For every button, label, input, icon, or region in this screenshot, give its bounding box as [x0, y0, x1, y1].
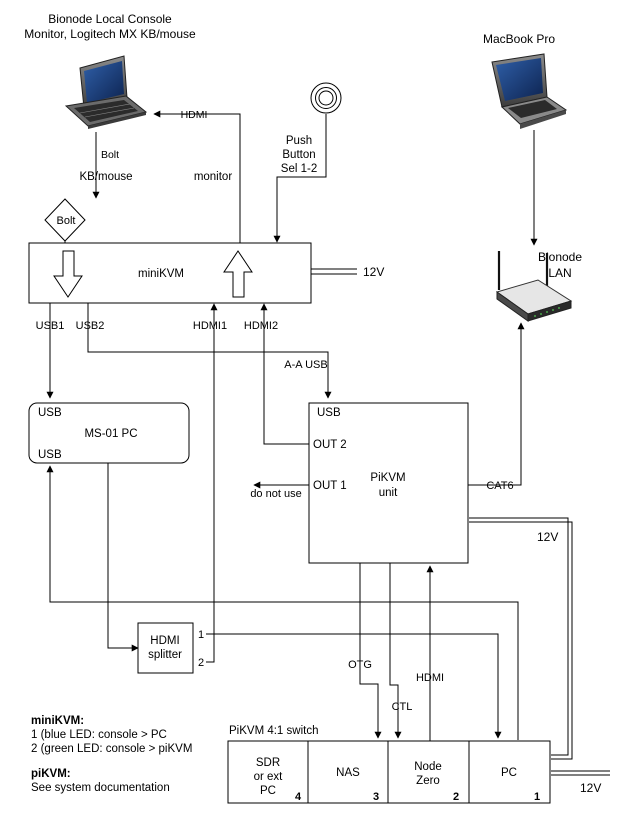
push-button-line1: Push	[286, 135, 312, 147]
power-pikvm-line-a	[469, 517, 569, 756]
notes-minikvm-heading: miniKVM:	[31, 715, 85, 727]
console-title-line2: Monitor, Logitech MX KB/mouse	[24, 27, 196, 41]
splitter-pc-wire	[206, 633, 502, 739]
pikvm-usb-label: USB	[317, 407, 341, 419]
cat6-wire	[468, 322, 525, 486]
otg-label: OTG	[348, 659, 372, 671]
switch-port4-line3: PC	[260, 785, 276, 797]
notes-pikvm-heading: piKVM:	[31, 767, 71, 780]
switch-port3-line1: NAS	[336, 767, 360, 779]
ctl-wire	[389, 563, 402, 739]
aa-usb-label: A-A USB	[284, 359, 327, 371]
switch-hdmi-label: HDMI	[416, 672, 444, 684]
hdmi2-label: HDMI2	[244, 320, 278, 332]
splitter-port2-label: 2	[198, 657, 204, 669]
usb2-label: USB2	[76, 320, 105, 332]
ctl-label: CTL	[392, 701, 413, 713]
switch-port1-line1: PC	[501, 767, 517, 779]
hdmi1-wire	[206, 303, 218, 663]
macbook-label: MacBook Pro	[483, 32, 555, 46]
switch-port2-line2: Zero	[416, 775, 440, 787]
hdmi1-label: HDMI1	[193, 320, 227, 332]
switch-title: PiKVM 4:1 switch	[229, 725, 318, 737]
usb1-label: USB1	[36, 320, 65, 332]
switch-port2-line1: Node	[414, 761, 442, 773]
splitter-line1: HDMI	[150, 635, 179, 647]
switch-port2-number: 2	[453, 791, 459, 803]
hdmi-monitor-wire	[153, 110, 241, 243]
switch-port4-number: 4	[295, 791, 302, 803]
cat6-label: CAT6	[486, 480, 513, 492]
pikvm-name-line2: unit	[379, 487, 398, 499]
switch-port3-number: 3	[373, 791, 379, 803]
monitor-label: monitor	[194, 171, 233, 183]
push-button-wire	[273, 114, 327, 243]
router-label-line2: LAN	[548, 266, 571, 280]
pikvm-box	[308, 402, 469, 564]
aa-usb-wire	[87, 303, 332, 399]
router-icon	[495, 251, 573, 322]
kbmouse-label: KB/mouse	[79, 171, 132, 183]
bolt-dongle-label: Bolt	[57, 215, 76, 227]
laptop-icon	[491, 53, 568, 129]
notes-panel: miniKVM: 1 (blue LED: console > PC 2 (gr…	[31, 714, 192, 795]
power-pikvm-line-b	[469, 521, 573, 760]
notes-minikvm-line2: 2 (green LED: console > piKVM	[31, 743, 193, 756]
notes-pikvm-line1: See system documentation	[31, 781, 170, 794]
monitor-icon	[64, 55, 148, 129]
minikvm-up-arrow-icon	[223, 250, 253, 298]
switch-usb-wire	[46, 465, 519, 740]
switch-power-label: 12V	[580, 781, 601, 795]
pikvm-out2-label: OUT 2	[313, 439, 347, 451]
bolt-dongle-diamond	[44, 198, 86, 242]
push-button-line3: Sel 1-2	[281, 163, 317, 175]
ms01-name: MS-01 PC	[84, 428, 137, 440]
pikvm-name-line1: PiKVM	[370, 472, 405, 484]
minikvm-name: miniKVM	[138, 268, 184, 280]
ms01-usb-top: USB	[38, 407, 62, 419]
push-button-icon	[310, 82, 342, 114]
ms01-box	[28, 402, 190, 464]
minikvm-down-arrow-icon	[53, 250, 83, 298]
ms01-usb-bottom: USB	[38, 449, 62, 461]
splitter-line2: splitter	[148, 649, 182, 661]
pikvm-power-label: 12V	[537, 530, 558, 544]
switch-port4-line2: or ext	[254, 771, 284, 783]
bolt-label: Bolt	[101, 149, 119, 161]
switch-port1-number: 1	[534, 791, 540, 803]
minikvm-power-label: 12V	[363, 265, 384, 279]
console-title-line1: Bionode Local Console	[48, 12, 172, 26]
splitter-port1-label: 1	[198, 629, 204, 641]
push-button-line2: Button	[282, 149, 315, 161]
do-not-use-label: do not use	[250, 488, 301, 500]
notes-minikvm-line1: 1 (blue LED: console > PC	[31, 729, 167, 742]
pikvm-out1-label: OUT 1	[313, 480, 347, 492]
otg-wire	[359, 563, 382, 739]
switch-box	[227, 740, 551, 804]
minikvm-box	[28, 242, 312, 304]
router-label-line1: Bionode	[538, 250, 582, 264]
ms01-hdmi-wire	[107, 462, 139, 652]
splitter-box	[137, 622, 194, 674]
hdmi-monitor-label: HDMI	[181, 109, 208, 121]
switch-port4-line1: SDR	[256, 757, 280, 769]
hdmi2-wire	[260, 303, 309, 445]
